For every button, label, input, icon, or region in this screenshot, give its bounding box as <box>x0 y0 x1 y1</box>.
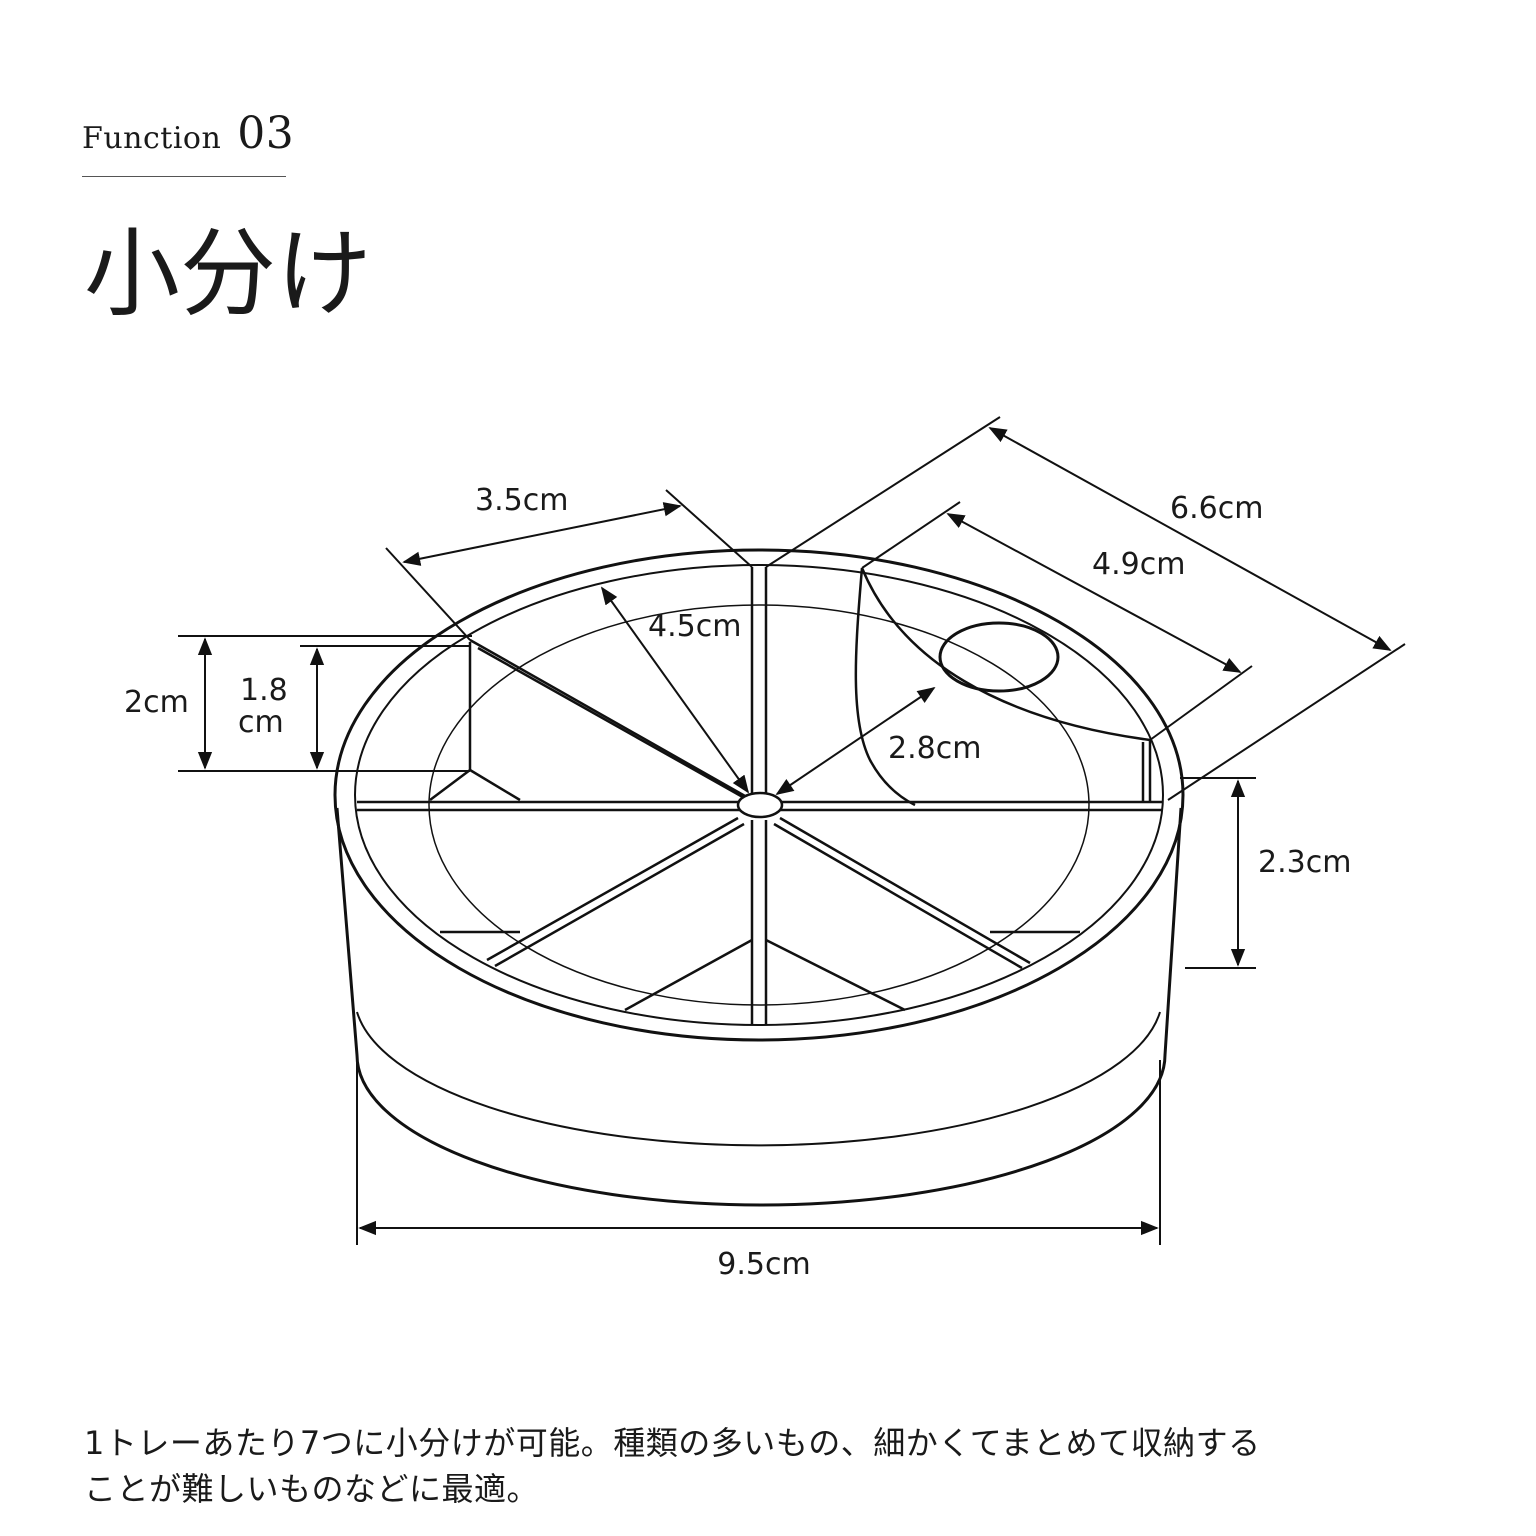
label-wall-inner-unit: cm <box>238 705 284 740</box>
divider-lower-left <box>486 816 739 962</box>
dimension-labels: 9.5cm 2.3cm 6.6cm 4.9cm 3.5cm 4.5cm 2.8c… <box>124 483 1351 1282</box>
label-arc-width: 3.5cm <box>475 483 568 518</box>
function-label: Function 03 <box>82 108 294 159</box>
label-inner-span: 4.9cm <box>1092 547 1185 582</box>
divider-upper-left <box>469 638 746 798</box>
dim-arc-width <box>402 502 682 566</box>
divider-lower-right <box>779 816 1031 965</box>
description: 1トレーあたり7つに小分けが可能。種類の多いもの、細かくてまとめて収納する こと… <box>84 1420 1424 1512</box>
label-inner-radius: 2.8cm <box>888 731 981 766</box>
divider-hub <box>736 791 784 819</box>
tray-base-curve <box>356 1011 1161 1147</box>
tray-body <box>333 548 1185 1207</box>
page-title: 小分け <box>84 218 372 330</box>
dim-inner-radius <box>775 686 936 796</box>
dim-inner-span <box>946 513 1242 673</box>
label-wall-outer: 2cm <box>124 685 189 720</box>
label-tray-height: 2.3cm <box>1258 845 1351 880</box>
tray-floor <box>428 604 1090 1006</box>
dim-radius <box>600 586 750 794</box>
function-kicker: Function <box>82 121 222 156</box>
tray-outer-wall <box>335 807 1183 1207</box>
function-number: 03 <box>237 108 295 159</box>
dimension-lines <box>178 416 1406 1245</box>
description-line-2: ことが難しいものなどに最適。 <box>84 1470 540 1508</box>
section-header: Function 03 <box>82 108 294 159</box>
label-diameter: 9.5cm <box>717 1247 810 1282</box>
tray-outer-rim <box>333 548 1185 1042</box>
tray-inner-rim <box>354 564 1164 1026</box>
finger-hole <box>938 621 1060 693</box>
label-wall-inner-value: 1.8 <box>240 673 288 708</box>
header-divider <box>82 176 286 177</box>
curved-compartment <box>854 567 916 807</box>
label-outer-span: 6.6cm <box>1170 491 1263 526</box>
tray-dividers <box>357 567 1162 1025</box>
label-radius: 4.5cm <box>648 609 741 644</box>
description-line-1: 1トレーあたり7つに小分けが可能。種類の多いもの、細かくてまとめて収納する <box>84 1424 1261 1462</box>
